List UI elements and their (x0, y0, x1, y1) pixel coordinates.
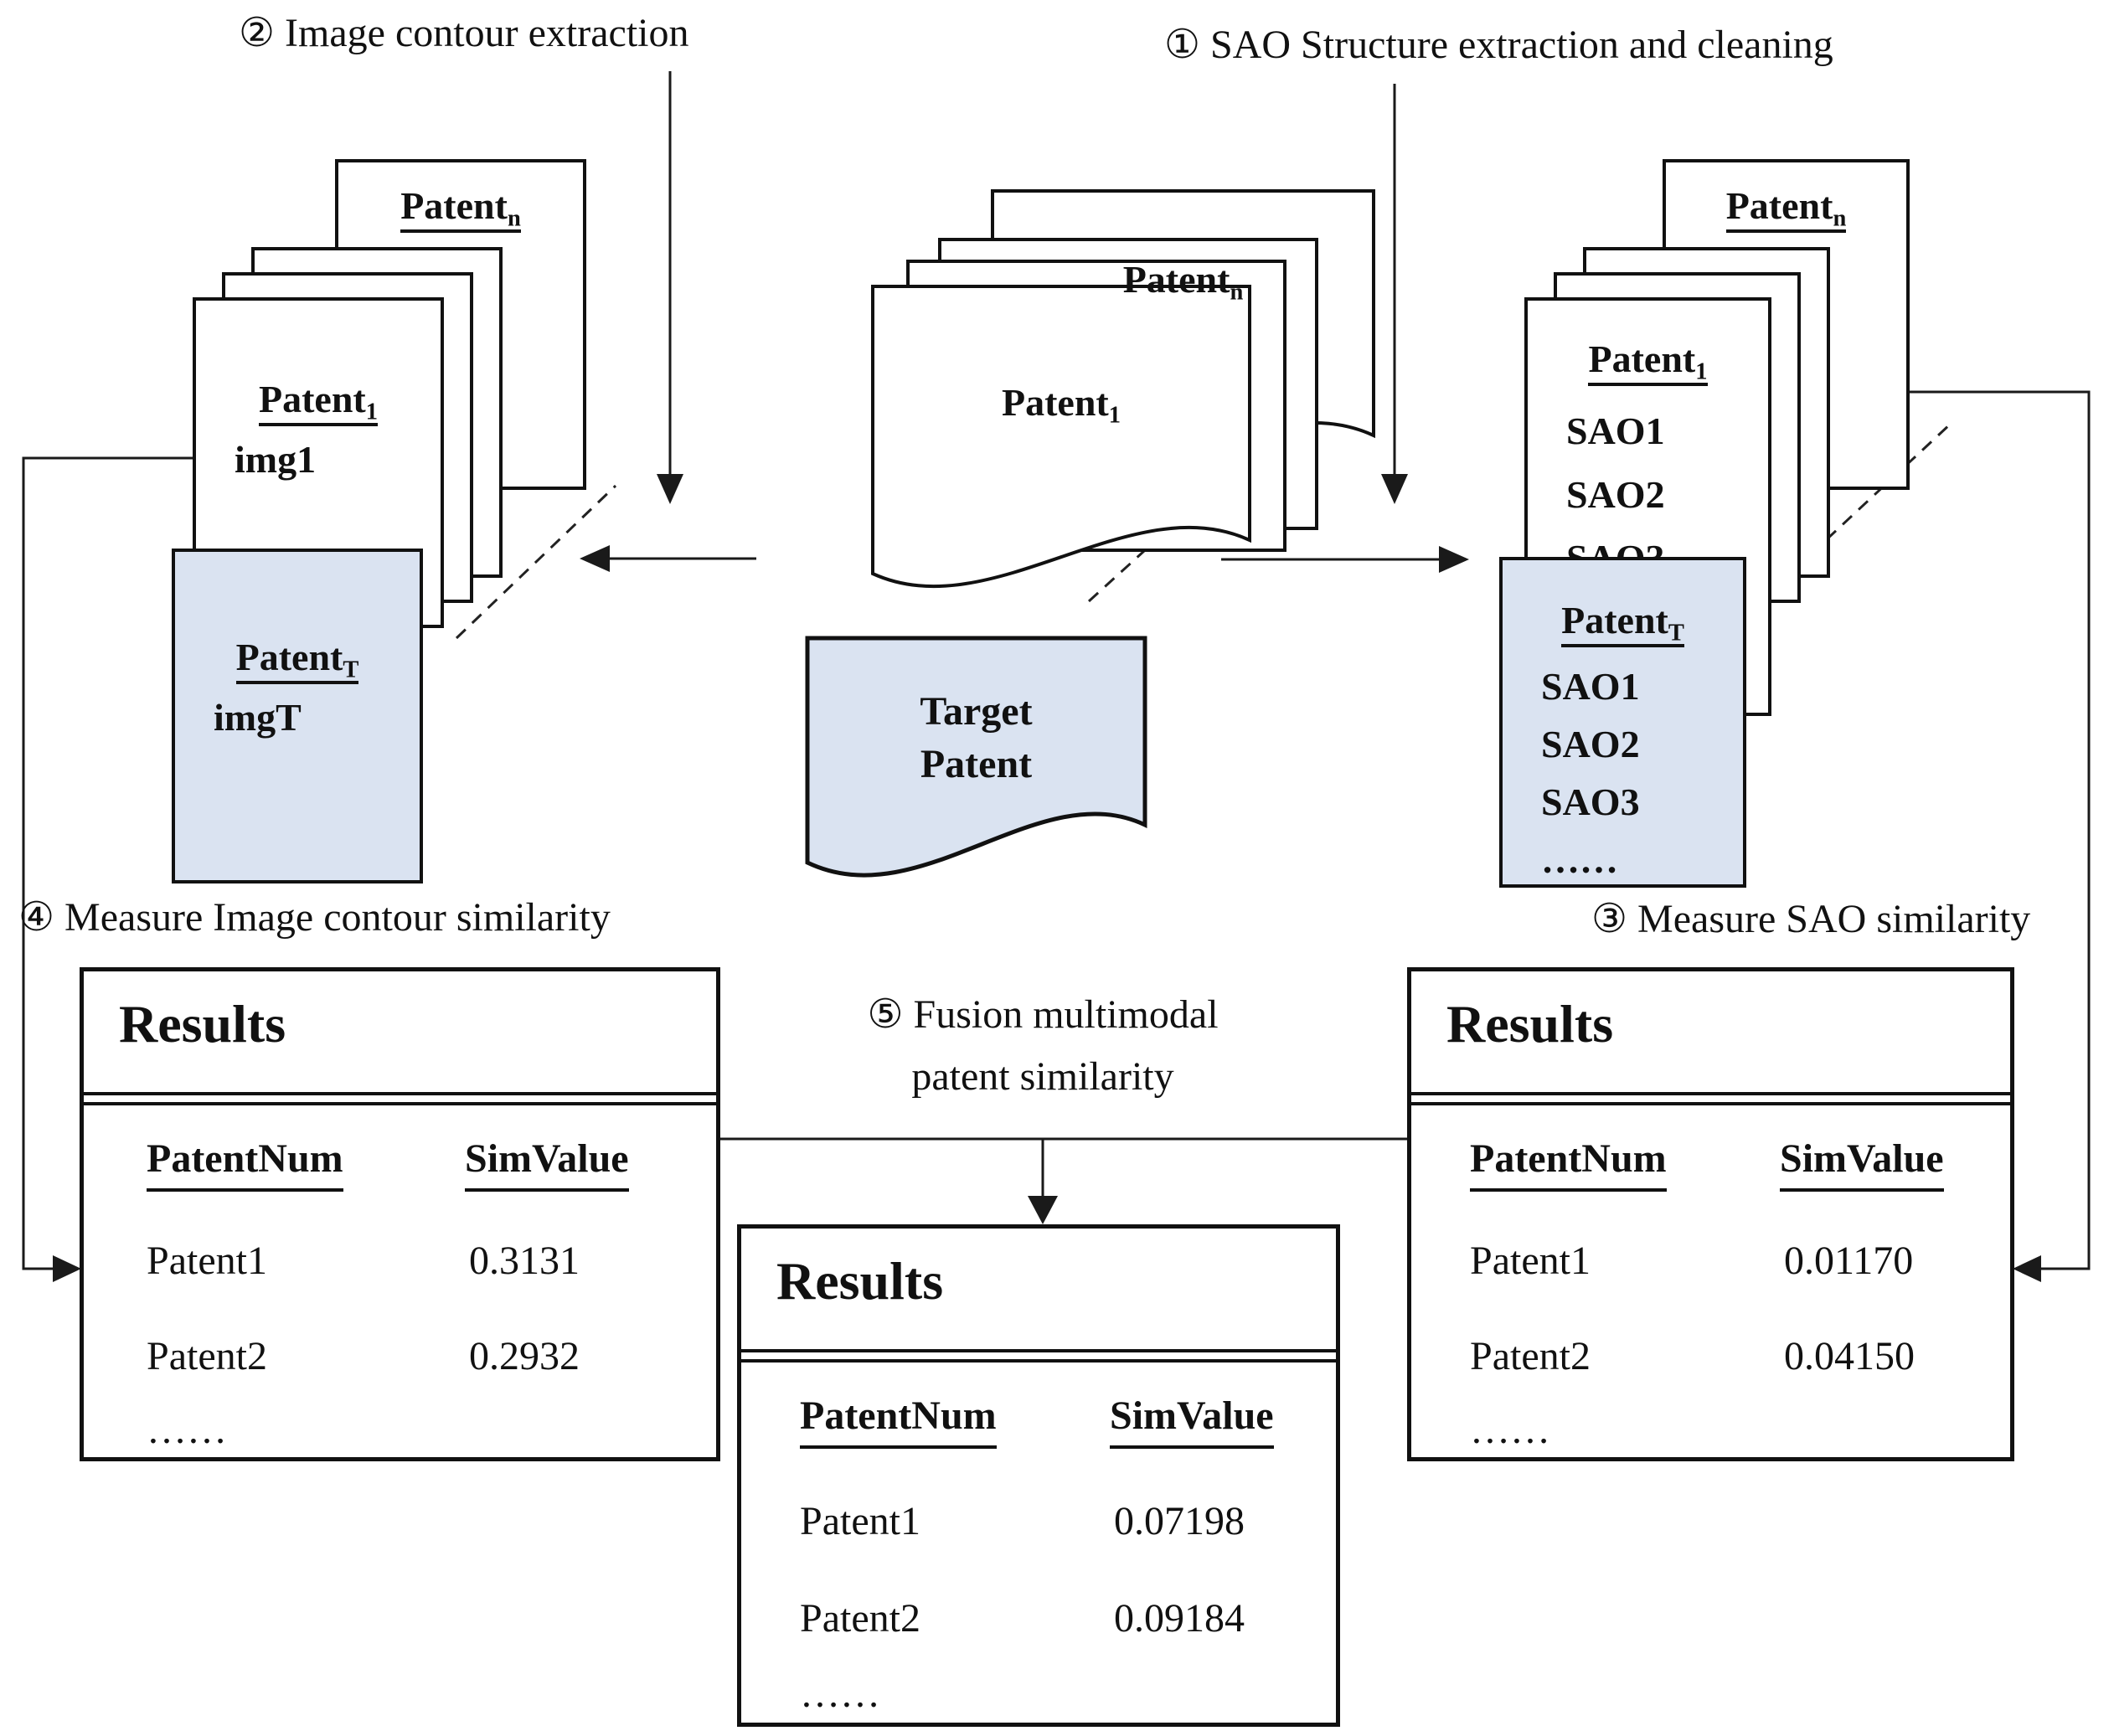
col-header-simvalue: SimValue (465, 1136, 629, 1192)
doc-subscript: n (507, 205, 521, 232)
sao-item-ellipsis: …… (1541, 838, 1618, 882)
doc-subscript: T (1668, 620, 1684, 646)
doc-title: Patent (1561, 599, 1668, 641)
row-patent-num: Patent1 (147, 1239, 267, 1283)
sao-item: SAO2 (1566, 473, 1665, 517)
doc-title: Patent (1588, 337, 1696, 380)
target-line2: Patent (920, 742, 1033, 787)
results-table-sao: Results PatentNum SimValue Patent1 0.011… (1407, 967, 2014, 1461)
right-stack-doc-patent-t: PatentT SAO1 SAO2 SAO3 …… (1499, 557, 1746, 888)
connector-fusion (720, 1137, 1407, 1224)
doc-subscript: n (1230, 279, 1244, 306)
doc-subscript: 1 (1695, 358, 1708, 385)
step5-label-line1: ⑤ Fusion multimodal (867, 992, 1219, 1037)
results-table-fusion: Results PatentNum SimValue Patent1 0.071… (737, 1224, 1340, 1727)
center-doc-patent-1-label: Patent1 (873, 381, 1250, 430)
results-table-image: Results PatentNum SimValue Patent1 0.313… (80, 967, 720, 1461)
step1-label: ① SAO Structure extraction and cleaning (1164, 23, 1833, 67)
doc-title: Patent (400, 184, 508, 227)
row-sim-value: 0.01170 (1784, 1239, 1914, 1283)
doc-subscript: 1 (1108, 402, 1121, 429)
center-doc-patent-n-label: Patentn (993, 258, 1374, 307)
left-stack-doc-patent-t: PatentT imgT (172, 549, 423, 883)
col-header-patentnum: PatentNum (800, 1393, 997, 1449)
doc-subscript: 1 (365, 399, 378, 425)
target-patent-doc (805, 636, 1147, 878)
row-sim-value: 0.3131 (469, 1239, 580, 1283)
row-sim-value: 0.2932 (469, 1334, 580, 1378)
row-sim-value: 0.07198 (1114, 1499, 1245, 1543)
row-ellipsis: …… (147, 1408, 227, 1452)
connector-left-results (22, 456, 193, 1282)
doc-subscript: T (343, 657, 359, 683)
arrow-step1-down (1381, 84, 1408, 504)
step4-label: ④ Measure Image contour similarity (18, 895, 611, 940)
doc-detail: img1 (235, 438, 317, 482)
target-line1: Target (920, 689, 1033, 734)
sao-item: SAO1 (1541, 665, 1640, 708)
row-sim-value: 0.09184 (1114, 1596, 1245, 1641)
doc-detail: imgT (214, 696, 302, 739)
col-header-simvalue: SimValue (1780, 1136, 1944, 1192)
arrow-to-left-stack (580, 545, 756, 572)
step2-label: ② Image contour extraction (239, 11, 689, 55)
sao-item: SAO2 (1541, 723, 1640, 766)
doc-title: Patent (1001, 381, 1109, 424)
table-title: Results (741, 1229, 1336, 1352)
arrow-step2-down (657, 71, 683, 504)
row-patent-num: Patent2 (147, 1334, 267, 1378)
row-patent-num: Patent2 (1470, 1334, 1591, 1378)
doc-title: Patent (258, 378, 366, 420)
row-patent-num: Patent1 (800, 1499, 920, 1543)
col-header-simvalue: SimValue (1110, 1393, 1274, 1449)
doc-title: Patent (1725, 184, 1833, 227)
step3-label: ③ Measure SAO similarity (1591, 897, 2031, 941)
table-title: Results (1411, 971, 2010, 1095)
row-sim-value: 0.04150 (1784, 1334, 1915, 1378)
col-header-patentnum: PatentNum (147, 1136, 343, 1192)
arrow-to-right-stack (1221, 546, 1469, 573)
sao-item: SAO1 (1566, 410, 1665, 453)
doc-title: Patent (1122, 258, 1230, 301)
row-ellipsis: …… (1470, 1408, 1550, 1452)
connector-right-results (1910, 390, 2091, 1282)
row-patent-num: Patent1 (1470, 1239, 1591, 1283)
step5-label-line2: patent similarity (911, 1054, 1174, 1099)
row-ellipsis: …… (800, 1672, 880, 1716)
doc-subscript: n (1833, 205, 1847, 232)
center-doc-patent-1 (871, 285, 1251, 589)
table-title: Results (84, 971, 716, 1095)
dashed-line-left-stack (455, 484, 617, 640)
col-header-patentnum: PatentNum (1470, 1136, 1667, 1192)
target-patent-label: Target Patent (807, 688, 1145, 787)
doc-title: Patent (235, 636, 343, 678)
row-patent-num: Patent2 (800, 1596, 920, 1641)
sao-item: SAO3 (1541, 780, 1640, 824)
